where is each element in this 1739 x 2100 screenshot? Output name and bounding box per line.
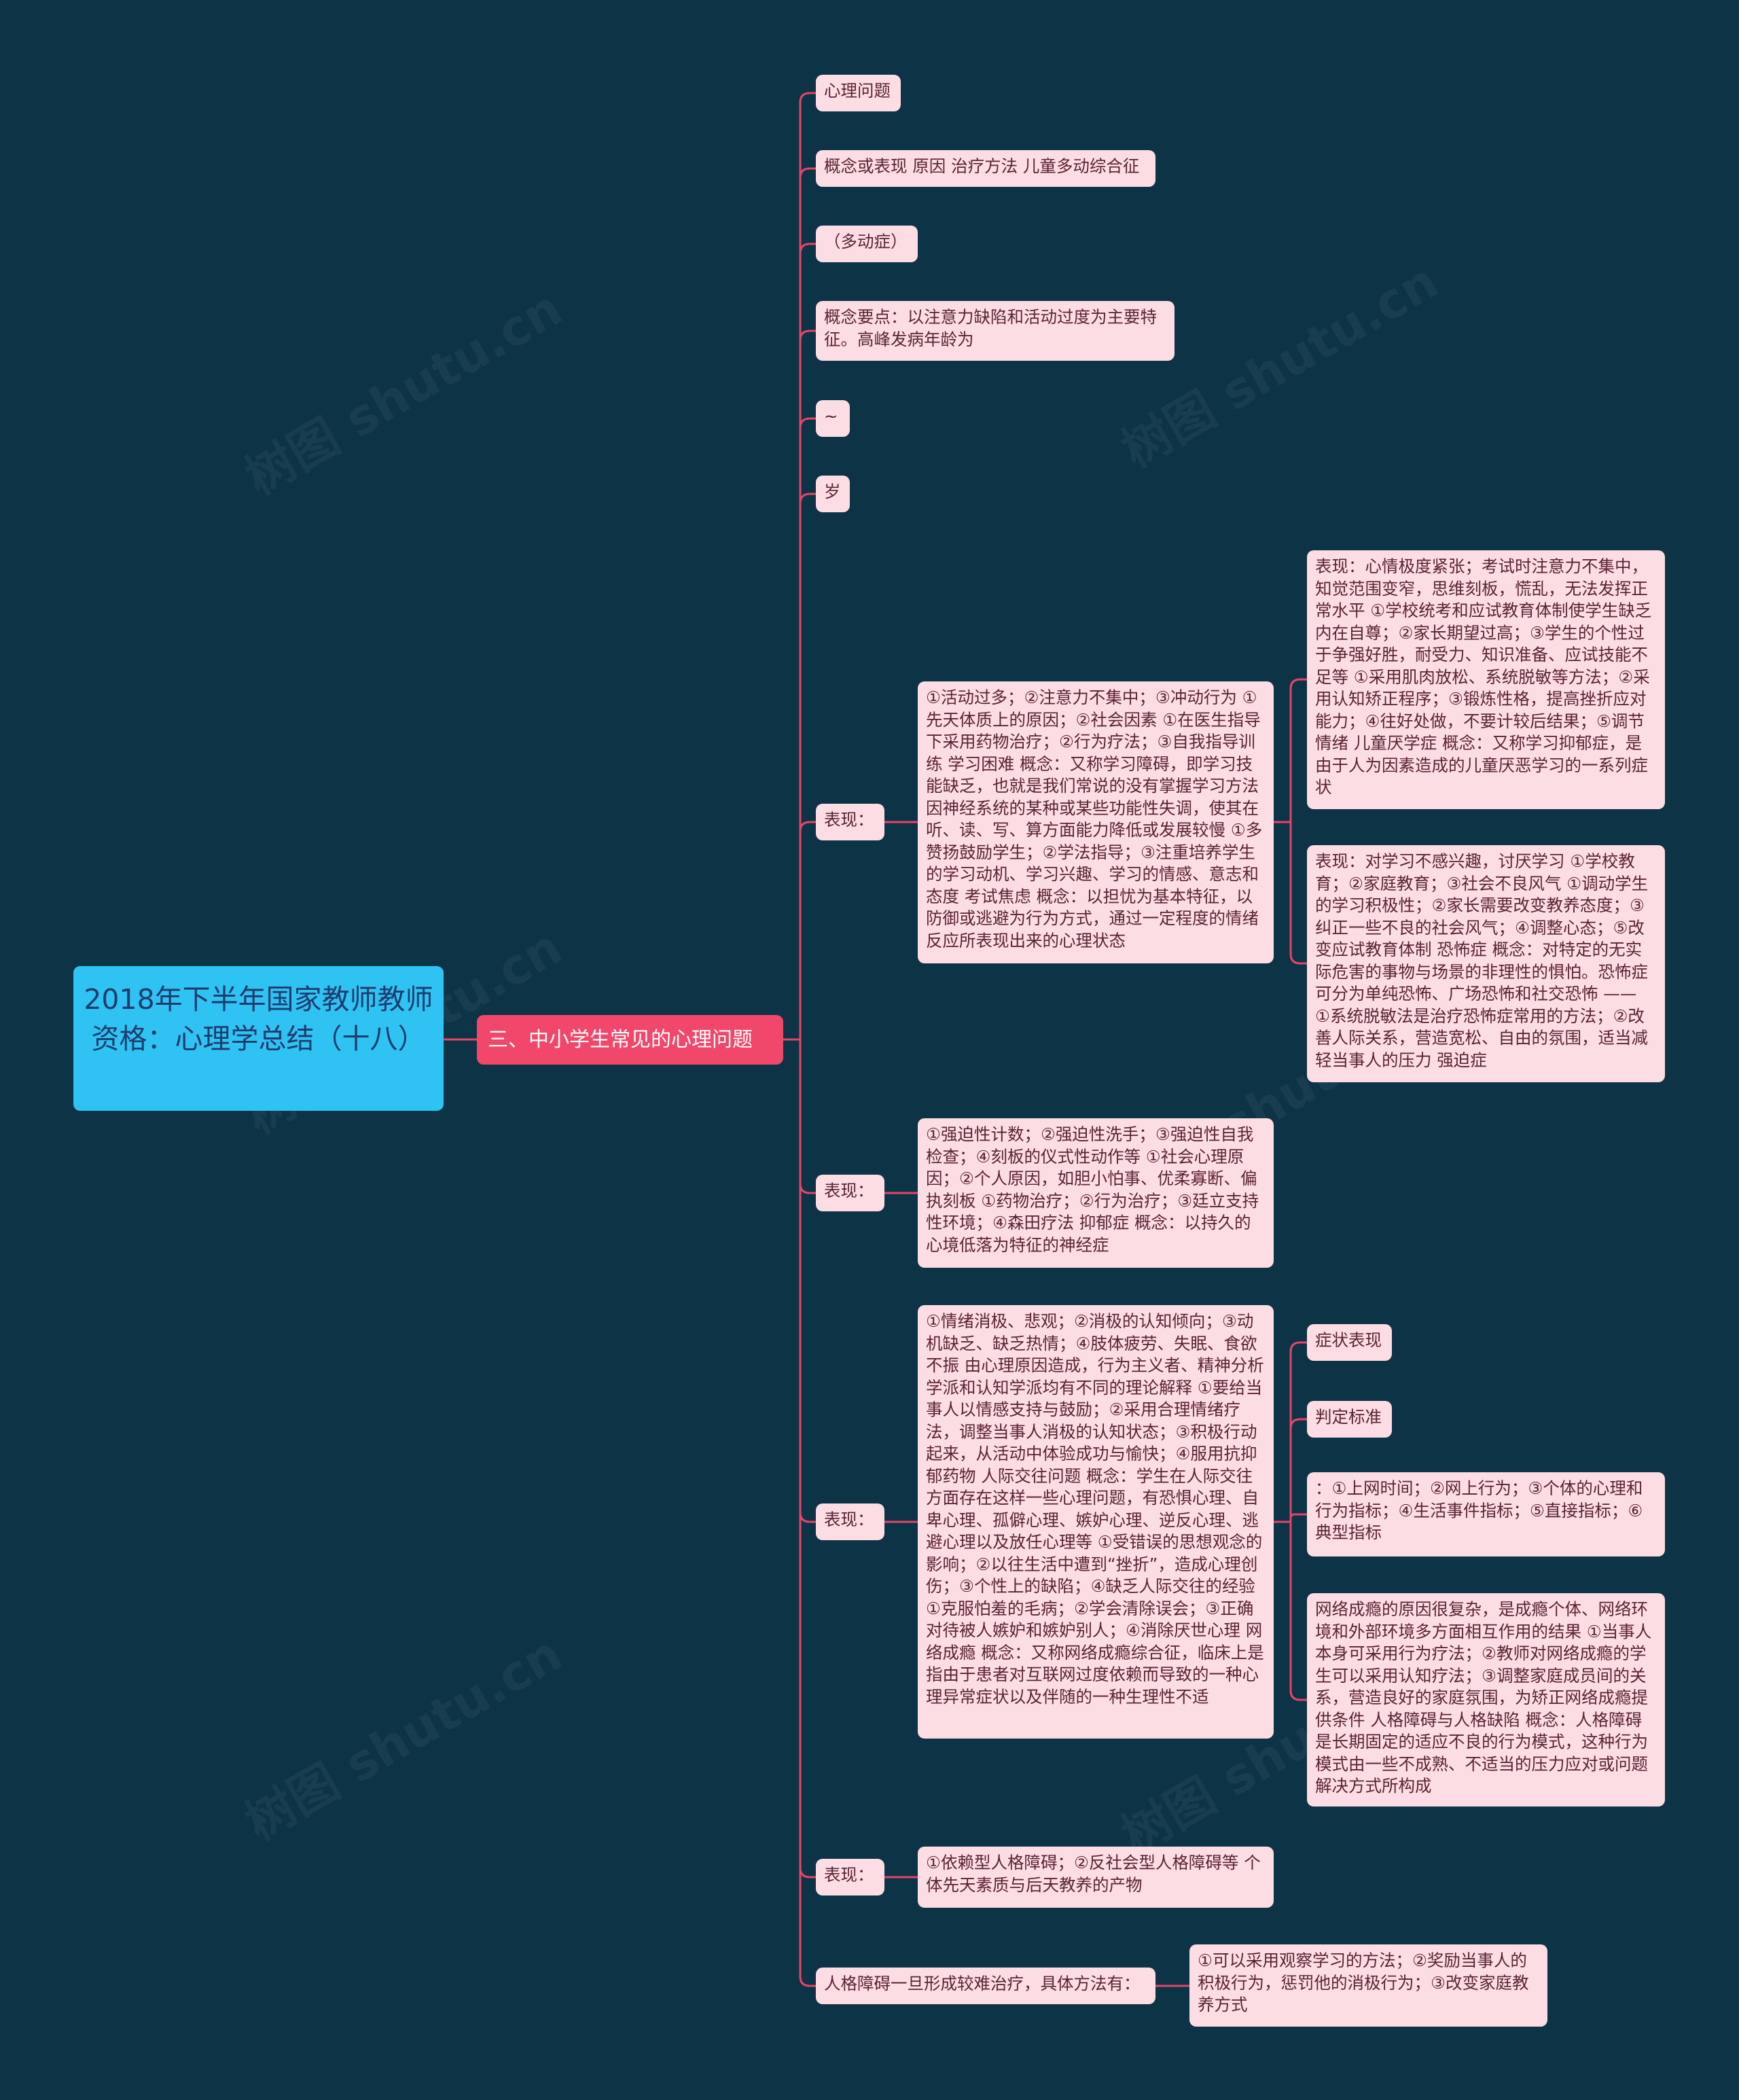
topic-node[interactable]: 表现： [816,1175,884,1211]
detail-node[interactable]: ①依赖型人格障碍；②反社会型人格障碍等 个体先天素质与后天教养的产物 [918,1847,1274,1908]
connector-line [1274,821,1307,965]
leaf-node[interactable]: ：①上网时间；②网上行为；③个体的心理和行为指标；④生活事件指标；⑤直接指标；⑥… [1307,1472,1665,1556]
leaf-node[interactable]: 表现：对学习不感兴趣，讨厌学习 ①学校教育；②家庭教育；③社会不良风气 ①调动学… [1307,845,1665,1082]
detail-node[interactable]: ①活动过多；②注意力不集中；③冲动行为 ①先天体质上的原因；②社会因素 ①在医生… [918,681,1274,963]
connector-line [1274,1341,1307,1523]
leaf-node[interactable]: 表现：心情极度紧张；考试时注意力不集中，知觉范围变窄，思维刻板，慌乱，无法发挥正… [1307,550,1665,809]
detail-node[interactable]: ①情绪消极、悲观；②消极的认知倾向；③动机缺乏、缺乏热情；④肢体疲劳、失眠、食欲… [918,1305,1274,1739]
connector-line [1274,678,1307,823]
leaf-node[interactable]: 症状表现 [1307,1324,1392,1361]
detail-node[interactable]: ①可以采用观察学习的方法；②奖励当事人的积极行为，惩罚他的消极行为；③改变家庭教… [1189,1944,1547,2027]
topic-node[interactable]: 岁 [816,476,850,512]
topic-node[interactable]: 心理问题 [816,75,901,111]
topic-node[interactable]: 概念要点：以注意力缺陷和活动过度为主要特征。高峰发病年龄为 [816,301,1175,361]
connector-line [1274,1520,1307,1701]
root-topic[interactable]: 2018年下半年国家教师教师资格：心理学总结（十八） [73,966,444,1111]
topic-node[interactable]: 表现： [816,1503,884,1540]
topic-node[interactable]: ~ [816,400,850,437]
connector-line [783,417,816,1041]
detail-node[interactable]: ①强迫性计数；②强迫性洗手；③强迫性自我检查；④刻板的仪式性动作等 ①社会心理原… [918,1118,1274,1268]
topic-node[interactable]: 表现： [816,804,884,840]
connector-line [783,1038,816,1987]
connector-line [783,167,816,1041]
connector-line [783,821,816,1041]
leaf-node[interactable]: 网络成瘾的原因很复杂，是成瘾个体、网络环境和外部环境多方面相互作用的结果 ①当事… [1307,1593,1665,1807]
topic-node[interactable]: 表现： [816,1859,884,1896]
connector-line [783,243,816,1041]
leaf-node[interactable]: 判定标准 [1307,1401,1392,1438]
topic-node[interactable]: 人格障碍一旦形成较难治疗，具体方法有： [816,1968,1155,2004]
topic-node[interactable]: （多动症） [816,226,918,262]
branch-topic[interactable]: 三、中小学生常见的心理问题 [477,1015,783,1065]
topic-node[interactable]: 概念或表现 原因 治疗方法 儿童多动综合征 [816,150,1155,187]
connector-line [783,330,816,1041]
connector-line [1274,1418,1307,1523]
connector-line [1274,1513,1307,1523]
connector-line [783,92,816,1041]
connector-line [783,493,816,1041]
